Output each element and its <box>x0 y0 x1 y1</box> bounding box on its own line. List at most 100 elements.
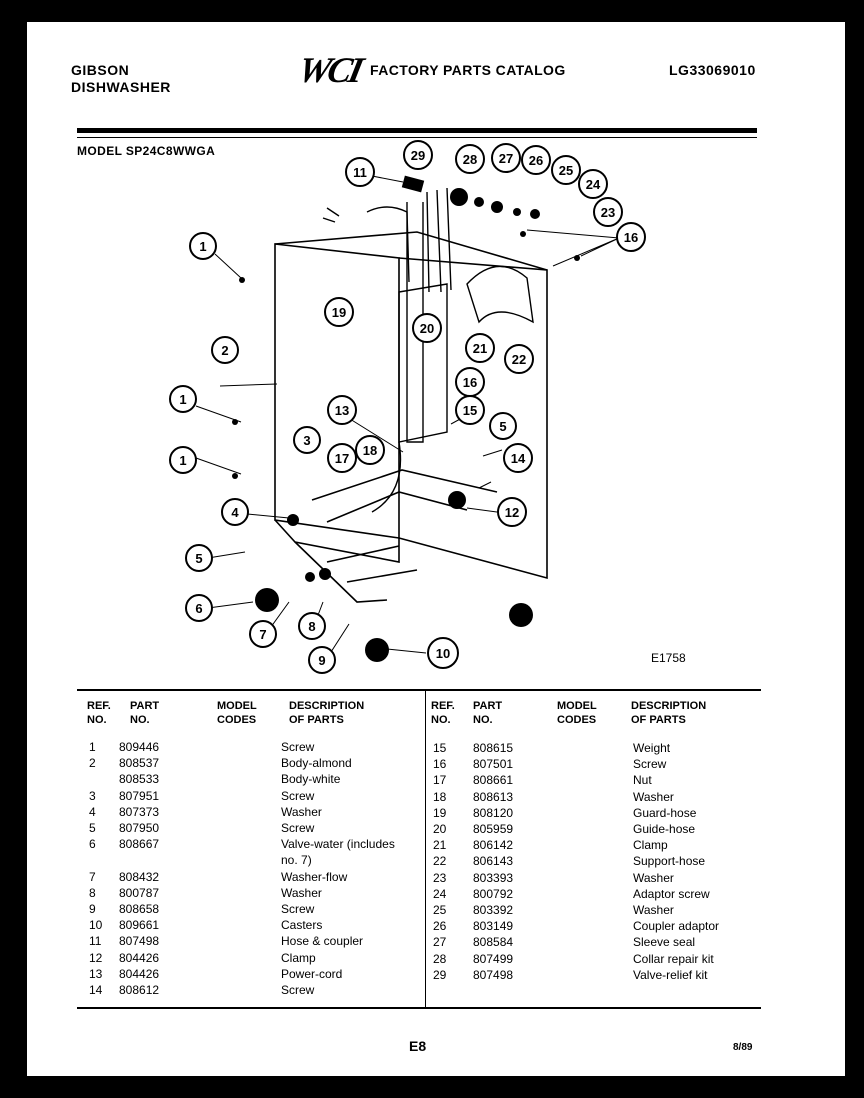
figure-id: E1758 <box>651 651 686 665</box>
part-description: Clamp <box>633 838 668 853</box>
callout-label: 1 <box>179 453 186 468</box>
part-description: Clamp <box>281 950 316 965</box>
callout-29: 29 <box>403 140 433 170</box>
part-no: 808537 <box>119 756 160 771</box>
part-description: Coupler adaptor <box>633 919 720 934</box>
ref-no: 5 <box>89 821 96 835</box>
ref-no: 15 <box>433 741 447 755</box>
part-no: 807498 <box>473 967 514 982</box>
callout-label: 22 <box>512 352 526 367</box>
callout-label: 26 <box>529 153 543 168</box>
callout-label: 3 <box>303 433 310 448</box>
callout-4: 4 <box>221 498 249 526</box>
table-rule-bottom <box>77 1007 761 1009</box>
part-no: 807499 <box>473 951 514 966</box>
part-description: Body-white <box>281 772 341 787</box>
callout-17: 17 <box>327 443 357 473</box>
part-no: 808432 <box>119 869 160 884</box>
header-rule-thin <box>77 137 757 138</box>
ref-no: 10 <box>89 918 103 933</box>
callout-label: 19 <box>332 305 346 320</box>
ref-no: 6 <box>89 837 96 852</box>
part-description: Valve-water (includes <box>281 837 395 852</box>
part-no: 800787 <box>119 885 160 900</box>
callout-label: 21 <box>473 341 487 356</box>
part-description: Hose & coupler <box>281 934 364 949</box>
part-description: Washer <box>633 870 674 885</box>
part-no: 808613 <box>473 789 514 804</box>
part-description: Guard-hose <box>633 805 697 820</box>
ref-no: 8 <box>89 885 96 900</box>
part-description: Support-hose <box>633 854 706 869</box>
callout-label: 7 <box>259 627 266 642</box>
ref-no: 21 <box>433 838 447 853</box>
callout-label: 9 <box>318 653 325 668</box>
part-no: 804426 <box>119 950 160 965</box>
callout-3: 3 <box>293 426 321 454</box>
catalog-title: FACTORY PARTS CATALOG <box>370 62 566 78</box>
ref-no: 25 <box>433 903 447 917</box>
ref-no: 13 <box>89 966 103 981</box>
cabinet-body <box>274 231 548 603</box>
part-no: 800792 <box>473 886 514 901</box>
callout-22: 22 <box>504 344 534 374</box>
callout-label: 5 <box>195 551 202 566</box>
callout-label: 8 <box>308 619 315 634</box>
ref-no: 18 <box>433 789 447 804</box>
ref-no: 11 <box>89 934 102 949</box>
callout-16a: 16 <box>455 367 485 397</box>
ref-no: 24 <box>433 886 447 901</box>
part-description: Valve-relief kit <box>633 967 708 982</box>
ref-no: 9 <box>89 902 96 916</box>
ref-no: 22 <box>433 854 447 869</box>
callout-1b: 1 <box>169 385 197 413</box>
callout-16b: 16 <box>616 222 646 252</box>
callout-8: 8 <box>298 612 326 640</box>
callout-label: 16 <box>624 230 638 245</box>
callout-label: 17 <box>335 451 349 466</box>
ref-no: 2 <box>89 756 96 771</box>
fittings <box>232 175 580 662</box>
part-description: Screw <box>281 788 315 803</box>
ref-no: 3 <box>89 788 96 803</box>
callout-25: 25 <box>551 155 581 185</box>
part-no: 808612 <box>119 983 160 997</box>
callout-6: 6 <box>185 594 213 622</box>
product-type: DISHWASHER <box>71 79 171 95</box>
ref-no: 28 <box>433 951 447 966</box>
callout-24: 24 <box>578 169 608 199</box>
part-description: Washer <box>633 903 674 917</box>
callout-11: 11 <box>345 157 375 187</box>
ref-no-header: REF.NO. <box>87 700 111 726</box>
part-no: 806142 <box>473 838 514 853</box>
brand-block: GIBSON DISHWASHER <box>71 62 171 96</box>
callout-5b: 5 <box>489 412 517 440</box>
part-description: Screw <box>281 902 315 916</box>
ref-no: 29 <box>433 967 447 982</box>
callout-label: 25 <box>559 163 573 178</box>
callout-15: 15 <box>455 395 485 425</box>
callout-14: 14 <box>503 443 533 473</box>
ref-no: 12 <box>89 950 103 965</box>
callout-label: 18 <box>363 443 377 458</box>
ref-no: 26 <box>433 919 447 934</box>
callout-balloons: 1 2 1 1 3 4 5 6 7 8 9 10 11 12 13 14 15 … <box>169 140 646 674</box>
callout-label: 11 <box>353 165 367 180</box>
callout-1a: 1 <box>189 232 217 260</box>
part-description: Screw <box>281 821 315 835</box>
part-no: 809446 <box>119 740 160 754</box>
part-description: Adaptor screw <box>633 886 710 901</box>
part-no: 808120 <box>473 805 514 820</box>
part-no: 803393 <box>473 870 514 885</box>
callout-19: 19 <box>324 297 354 327</box>
callout-label: 12 <box>505 505 519 520</box>
callout-label: 15 <box>463 403 477 418</box>
table-rule-top <box>77 689 761 691</box>
part-description: Sleeve seal <box>633 935 696 950</box>
callout-label: 16 <box>463 375 477 390</box>
callout-10: 10 <box>427 637 459 669</box>
callout-26: 26 <box>521 145 551 175</box>
